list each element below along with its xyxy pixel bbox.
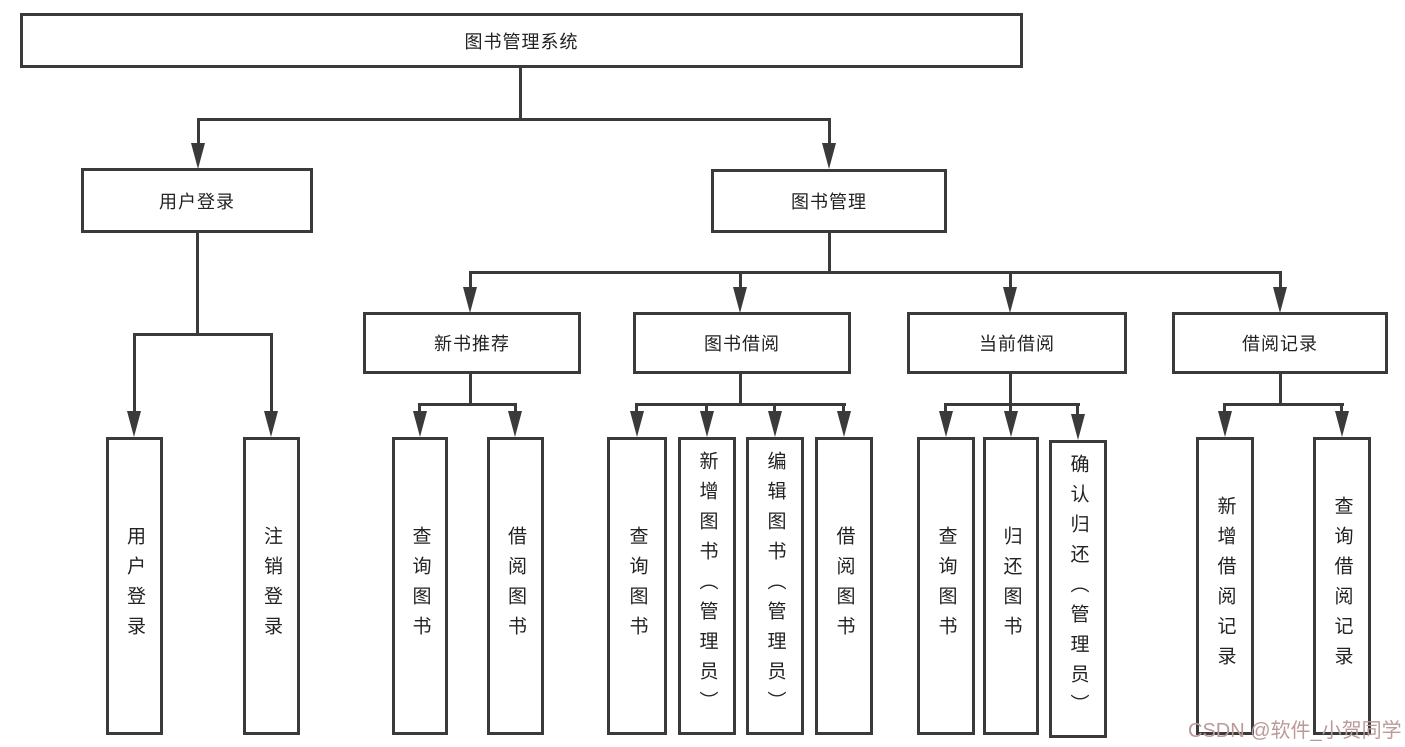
connector-line <box>196 233 199 335</box>
node-label: 注销登录 <box>261 526 282 646</box>
connector-line <box>1223 403 1344 406</box>
connector-line <box>1009 374 1012 405</box>
node-user-login: 用户登录 <box>81 168 313 233</box>
connector-line <box>739 374 742 405</box>
arrowhead-down-icon <box>508 411 522 437</box>
node-label: 编辑图书（管理员） <box>764 451 786 721</box>
node-label: 查询图书 <box>935 526 957 646</box>
arrowhead-down-icon <box>822 143 836 169</box>
node-current-borrow: 当前借阅 <box>907 312 1127 374</box>
node-label: 查询图书 <box>409 526 431 646</box>
connector-line <box>469 271 472 289</box>
connector-line <box>133 333 136 412</box>
connector-line <box>635 403 846 406</box>
node-label: 借阅图书 <box>505 526 526 646</box>
arrowhead-down-icon <box>700 411 714 437</box>
connector-line <box>705 403 708 413</box>
connector-line <box>270 333 273 412</box>
connector-line <box>1076 403 1079 416</box>
node-label: 用户登录 <box>124 526 145 646</box>
leaf-query-book-1: 查询图书 <box>392 437 448 735</box>
leaf-confirm-return: 确认归还（管理员） <box>1049 440 1107 738</box>
leaf-borrow-book-1: 借阅图书 <box>487 437 544 735</box>
connector-line <box>197 118 200 148</box>
node-book-borrow: 图书借阅 <box>633 312 851 374</box>
leaf-user-login: 用户登录 <box>106 437 163 735</box>
csdn-watermark: CSDN @软件_小贺同学 <box>1188 720 1402 742</box>
connector-line <box>944 403 947 413</box>
arrowhead-down-icon <box>127 411 141 437</box>
node-library-system: 图书管理系统 <box>20 13 1023 68</box>
node-new-book-recommend: 新书推荐 <box>363 312 581 374</box>
node-label: 新书推荐 <box>434 334 510 354</box>
node-label: 用户登录 <box>159 191 235 212</box>
node-borrow-records: 借阅记录 <box>1172 312 1388 374</box>
node-label: 借阅图书 <box>833 526 855 646</box>
leaf-logout: 注销登录 <box>243 437 300 735</box>
node-label: 归还图书 <box>1000 526 1022 646</box>
arrowhead-down-icon <box>264 411 278 437</box>
arrowhead-down-icon <box>413 411 427 437</box>
connector-line <box>828 118 831 148</box>
connector-line <box>828 233 831 273</box>
connector-line <box>944 403 1080 406</box>
connector-line <box>635 403 638 413</box>
node-label: 借阅记录 <box>1242 334 1318 354</box>
node-label: 图书借阅 <box>704 334 780 354</box>
connector-line <box>133 333 273 336</box>
connector-line <box>1223 403 1226 413</box>
node-label: 图书管理 <box>791 192 867 212</box>
arrowhead-down-icon <box>1071 414 1085 440</box>
connector-line <box>842 403 845 413</box>
connector-line <box>469 271 1282 274</box>
node-book-management: 图书管理 <box>711 169 947 233</box>
leaf-query-book-3: 查询图书 <box>917 437 975 735</box>
node-label: 查询借阅记录 <box>1331 496 1353 676</box>
connector-line <box>739 271 742 289</box>
connector-line <box>773 403 776 413</box>
connector-line <box>1279 271 1282 289</box>
connector-line <box>514 403 517 413</box>
node-label: 图书管理系统 <box>464 31 579 52</box>
leaf-add-book: 新增图书（管理员） <box>678 437 736 735</box>
connector-line <box>1009 271 1012 289</box>
arrowhead-down-icon <box>768 411 782 437</box>
connector-line <box>197 118 831 121</box>
arrowhead-down-icon <box>837 411 851 437</box>
node-label: 查询图书 <box>626 526 648 646</box>
arrowhead-down-icon <box>630 411 644 437</box>
connector-line <box>1009 403 1012 413</box>
connector-line <box>469 374 472 405</box>
arrowhead-down-icon <box>1004 411 1018 437</box>
arrowhead-down-icon <box>939 411 953 437</box>
connector-line <box>1340 403 1343 413</box>
leaf-add-borrow-record: 新增借阅记录 <box>1196 437 1254 735</box>
arrowhead-down-icon <box>191 143 205 169</box>
node-label: 当前借阅 <box>979 334 1055 354</box>
leaf-query-borrow-record: 查询借阅记录 <box>1313 437 1371 735</box>
connector-line <box>519 66 522 120</box>
arrowhead-down-icon <box>1273 287 1287 313</box>
leaf-edit-book: 编辑图书（管理员） <box>746 437 804 735</box>
node-label: 新增借阅记录 <box>1214 496 1236 676</box>
arrowhead-down-icon <box>463 287 477 313</box>
connector-line <box>1279 374 1282 405</box>
arrowhead-down-icon <box>1335 411 1349 437</box>
arrowhead-down-icon <box>733 287 747 313</box>
node-label: 新增图书（管理员） <box>696 451 718 721</box>
leaf-borrow-book-2: 借阅图书 <box>815 437 873 735</box>
arrowhead-down-icon <box>1218 411 1232 437</box>
leaf-query-book-2: 查询图书 <box>607 437 667 735</box>
arrowhead-down-icon <box>1003 287 1017 313</box>
node-label: 确认归还（管理员） <box>1067 454 1089 724</box>
connector-line <box>418 403 517 406</box>
connector-line <box>418 403 421 413</box>
leaf-return-book: 归还图书 <box>983 437 1039 735</box>
